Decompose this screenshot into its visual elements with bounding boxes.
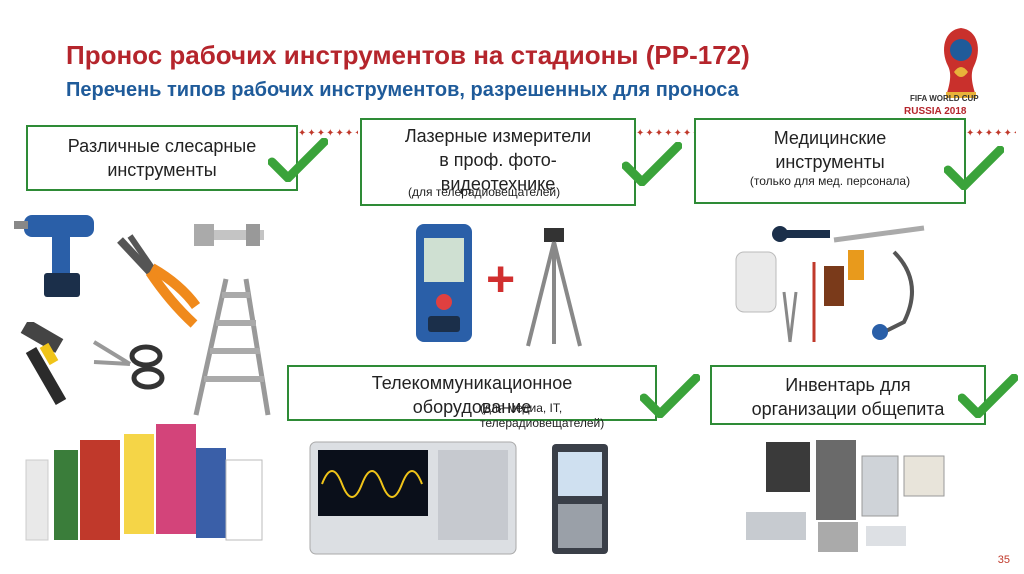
- box-line: Различные слесарные: [67, 136, 257, 156]
- tripod-icon: [526, 228, 582, 347]
- laser-rangefinder-icon: [416, 224, 472, 342]
- box-line: Инвентарь для: [785, 375, 911, 395]
- box-line: Лазерные измерители: [404, 126, 592, 146]
- drill-icon: [14, 215, 94, 297]
- hammer-icon: [20, 322, 67, 405]
- category-box-locksmith: Различные слесарные инструменты: [26, 125, 298, 191]
- category-box-catering: Инвентарь для организации общепита: [710, 365, 986, 425]
- plus-sign: +: [486, 251, 516, 307]
- checkmark-icon: [268, 138, 328, 182]
- box-line: Телекоммуникационное: [371, 373, 573, 393]
- box-line: в проф. фото-: [439, 150, 557, 170]
- checkmark-icon: [622, 142, 682, 186]
- box-line: Медицинские: [773, 128, 887, 148]
- page-subtitle: Перечень типов рабочих инструментов, раз…: [66, 79, 739, 101]
- dotted-divider: ✦✦✦✦✦✦✦✦: [636, 128, 694, 136]
- trophy-logo-icon: [944, 28, 978, 98]
- checkmark-icon: [958, 374, 1018, 418]
- box-note-telecom: (для медиа, IT, телерадиовещателей): [480, 401, 605, 430]
- adhesive-products-icon: [25, 424, 263, 541]
- dotted-divider: ✦✦✦✦✦✦✦✦: [298, 128, 358, 136]
- spectrum-analyzer-icon: [552, 444, 608, 554]
- checkmark-icon: [944, 146, 1004, 190]
- box-line: оборудование: [412, 397, 532, 417]
- pliers-icon: [117, 234, 200, 328]
- box-note: (только для мед. персонала): [749, 174, 911, 188]
- box-line: видеотехнике: [440, 174, 556, 194]
- box-note-laser: (для телерадиовещателей): [408, 185, 561, 199]
- catering-equipment-icon: [746, 440, 945, 552]
- box-line: инструменты: [775, 152, 885, 172]
- world-cup-logo: FIFA WORLD CUP RUSSIA 2018: [904, 22, 1006, 122]
- logo-line-1: FIFA WORLD CUP: [910, 94, 979, 103]
- page-number: 35: [997, 554, 1010, 566]
- medical-items-icon: [735, 225, 925, 343]
- ladder-icon: [193, 278, 271, 416]
- box-line: инструменты: [107, 160, 217, 180]
- box-line: организации общепита: [751, 399, 945, 419]
- bolt-icon: [194, 224, 264, 246]
- category-box-medical: Медицинские инструменты (только для мед.…: [694, 118, 966, 204]
- category-box-telecom: Телекоммуникационное оборудование: [287, 365, 657, 421]
- logo-line-2: RUSSIA 2018: [904, 106, 967, 117]
- category-box-laser: Лазерные измерители в проф. фото- видеот…: [360, 118, 636, 206]
- oscilloscope-icon: [309, 441, 517, 555]
- dotted-divider: ✦✦✦✦✦✦: [966, 128, 1016, 136]
- checkmark-icon: [640, 374, 700, 418]
- scissors-icon: [92, 340, 165, 390]
- page-title: Пронос рабочих инструментов на стадионы …: [66, 40, 750, 70]
